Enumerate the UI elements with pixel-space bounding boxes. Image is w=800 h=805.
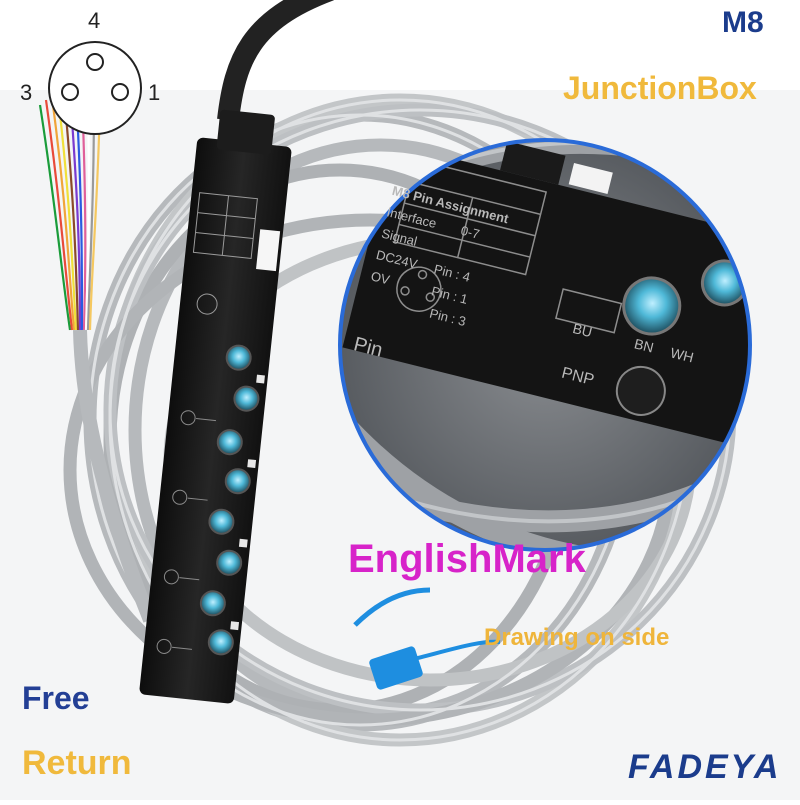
pin-number-3: 3 bbox=[20, 80, 33, 105]
title-m8: M8 bbox=[722, 6, 764, 39]
drawing-on-side-label: Drawing on side bbox=[484, 624, 670, 651]
brand-logo: FADEYA bbox=[628, 748, 782, 786]
lead-cable bbox=[73, 329, 157, 623]
box-top-cable bbox=[217, 0, 334, 122]
free-label: Free bbox=[22, 680, 90, 716]
title-junction-box: JunctionBox bbox=[563, 70, 757, 106]
print-interface-value: 0-7 bbox=[459, 222, 482, 242]
print-bu: BU bbox=[571, 320, 594, 341]
english-mark-label: EnglishMark bbox=[348, 537, 586, 581]
print-ov: OV bbox=[369, 268, 392, 288]
cable-tie bbox=[353, 587, 501, 690]
junction-box bbox=[139, 109, 292, 704]
return-label: Return bbox=[22, 744, 132, 782]
m8-pin-diagram bbox=[48, 41, 142, 135]
ports bbox=[199, 344, 260, 656]
leds bbox=[230, 374, 265, 631]
pin-number-1: 1 bbox=[148, 80, 161, 105]
print-bn: BN bbox=[632, 335, 656, 356]
pin-number-4: 4 bbox=[88, 8, 101, 33]
